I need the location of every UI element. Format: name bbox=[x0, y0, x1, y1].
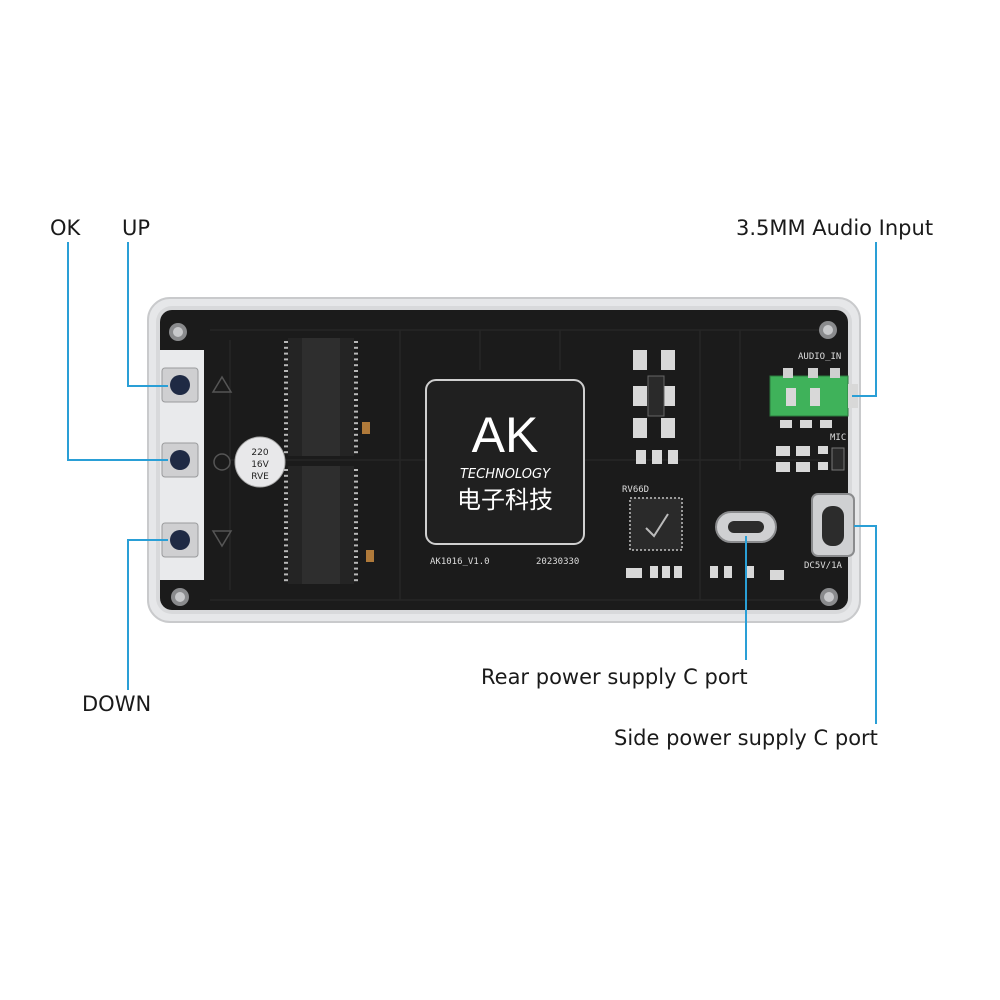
brand-sub: TECHNOLOGY bbox=[460, 467, 551, 482]
smd-array bbox=[780, 420, 832, 428]
mic-silk: MIC bbox=[830, 433, 846, 443]
cap-voltage: 16V bbox=[251, 460, 269, 470]
ok-label: OK bbox=[50, 216, 81, 240]
driver-ic-bottom bbox=[288, 466, 354, 584]
audio-silk: AUDIO_IN bbox=[798, 352, 841, 362]
callout-lines bbox=[67, 242, 877, 724]
audio-callout-line bbox=[852, 242, 877, 397]
audio-input-label: 3.5MM Audio Input bbox=[736, 216, 934, 240]
up-callout-line bbox=[127, 242, 168, 387]
down-button[interactable] bbox=[161, 522, 199, 558]
capacitor: 220 16V RVE bbox=[234, 436, 286, 488]
smd-array bbox=[633, 350, 678, 464]
down-callout-line bbox=[127, 539, 168, 690]
model-silk: AK1016_V1.0 bbox=[430, 557, 490, 567]
up-label: UP bbox=[122, 216, 151, 240]
rear-port-label: Rear power supply C port bbox=[481, 665, 748, 689]
side-port-callout-line bbox=[854, 525, 877, 724]
up-triangle-icon bbox=[211, 375, 233, 393]
date-silk: 20230330 bbox=[536, 557, 579, 567]
cap-brand: RVE bbox=[251, 472, 269, 482]
ok-callout-line bbox=[67, 242, 168, 461]
smd-array bbox=[776, 446, 845, 472]
smd-array bbox=[626, 566, 784, 580]
ic-pins bbox=[284, 341, 358, 582]
screw bbox=[169, 323, 187, 341]
side-usb-c-port bbox=[811, 493, 855, 557]
dc-silk: DC5V/1A bbox=[804, 561, 843, 571]
brand-cn: 电子科技 bbox=[457, 486, 553, 514]
driver-ic-top bbox=[288, 338, 354, 456]
screw bbox=[819, 321, 837, 339]
down-triangle-icon bbox=[211, 530, 233, 548]
mcu-silk: RV66D bbox=[622, 485, 649, 495]
side-port-label: Side power supply C port bbox=[614, 726, 878, 750]
ok-button[interactable] bbox=[161, 442, 199, 478]
smd-part bbox=[366, 550, 374, 562]
rear-usb-c-port bbox=[715, 511, 777, 543]
cap-value: 220 bbox=[251, 448, 268, 458]
mcu-chip bbox=[629, 497, 683, 551]
logo-block: AK TECHNOLOGY 电子科技 bbox=[425, 379, 585, 545]
screw bbox=[171, 588, 189, 606]
smd-part bbox=[362, 422, 370, 434]
up-button[interactable] bbox=[161, 367, 199, 403]
screw bbox=[820, 588, 838, 606]
down-label: DOWN bbox=[82, 692, 152, 716]
ok-circle-icon bbox=[213, 453, 231, 471]
brand-logo: AK bbox=[472, 407, 539, 463]
